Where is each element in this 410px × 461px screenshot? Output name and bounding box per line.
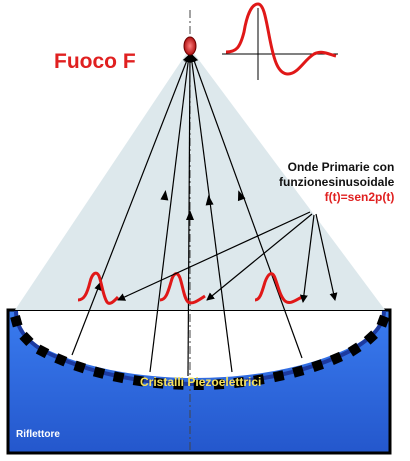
wave-pulse-right	[254, 272, 303, 304]
annotation-arrow-center	[206, 213, 313, 301]
annotation-arrow-right-1	[299, 214, 315, 303]
piezo-crystal	[54, 353, 68, 367]
primary-waves	[77, 271, 303, 305]
crystals-label: Cristalli Piezoelettrici	[140, 375, 262, 389]
piezo-crystal	[153, 377, 164, 389]
piezo-crystal	[292, 365, 305, 378]
annotation-arrow-left	[117, 211, 311, 301]
piezo-crystal	[233, 376, 245, 389]
ray-arrowheads	[94, 190, 246, 292]
piezo-crystal	[253, 374, 265, 386]
primary-waves-line2: funzionesinusoidale	[279, 175, 395, 189]
piezo-crystal	[19, 331, 34, 346]
focus-cone	[15, 48, 385, 310]
annotation-arrows	[117, 211, 338, 303]
piezo-crystal	[173, 379, 184, 390]
piezo-crystal	[272, 370, 285, 383]
piezo-crystal	[329, 351, 343, 365]
wave-pulse-center	[159, 272, 206, 305]
piezo-crystal	[363, 330, 378, 345]
waveform-curve	[225, 2, 337, 76]
focus-point	[183, 36, 197, 56]
piezo-crystal	[73, 360, 87, 374]
piezo-crystal	[347, 342, 362, 357]
ray-1	[71, 54, 191, 356]
piezo-crystal	[193, 379, 204, 391]
reflector-label: Riflettore	[16, 429, 60, 440]
piezo-crystal	[376, 314, 390, 328]
waveform-plot	[222, 2, 338, 80]
ray-5	[190, 54, 303, 359]
piezo-crystal	[92, 366, 106, 379]
piezo-crystal	[112, 371, 125, 384]
piezo-crystal	[213, 378, 225, 390]
ray-4	[187, 54, 233, 373]
piezo-crystal	[311, 359, 324, 372]
piezo-crystal	[10, 315, 23, 328]
piezo-crystal	[35, 344, 50, 359]
piezo-crystal-array	[10, 314, 390, 391]
annotation-arrow-right-2	[315, 213, 338, 301]
primary-waves-label: Onde Primarie con funzionesinusoidale f(…	[279, 160, 394, 205]
formula-label: f(t)=sen2p(t)	[324, 190, 395, 204]
piezo-crystal	[132, 375, 145, 387]
focus-label: Fuoco F	[54, 50, 136, 73]
bowl-interior	[16, 311, 384, 378]
primary-waves-line1: Onde Primarie con	[287, 160, 395, 174]
wave-pulse-left	[77, 271, 120, 305]
ray-2	[149, 54, 193, 373]
